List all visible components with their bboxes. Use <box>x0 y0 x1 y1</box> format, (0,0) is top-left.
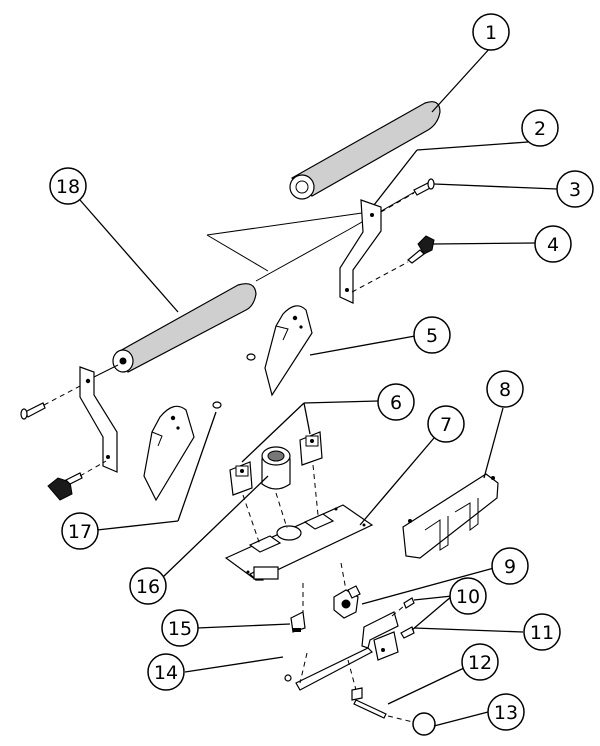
callout-label: 2 <box>534 118 546 140</box>
part-left-plate <box>143 401 222 502</box>
callout-16: 16 <box>129 567 167 605</box>
callout-11: 11 <box>523 613 561 651</box>
part-screw-left <box>20 384 83 420</box>
callout-1: 1 <box>472 13 510 51</box>
callout-6: 6 <box>377 383 415 421</box>
part-right-bracket <box>339 199 382 304</box>
callout-label: 16 <box>136 576 160 598</box>
callout-15: 15 <box>161 609 199 647</box>
part-round-meter <box>261 446 291 529</box>
callout-17: 17 <box>61 512 99 550</box>
callout-10: 10 <box>449 577 487 615</box>
part-screw-top <box>380 178 435 213</box>
callout-label: 14 <box>154 662 178 684</box>
callout-4: 4 <box>534 225 572 263</box>
callout-label: 18 <box>56 176 80 198</box>
callout-9: 9 <box>491 547 529 585</box>
part-lower-roller <box>112 283 257 373</box>
callout-5: 5 <box>413 316 451 354</box>
callout-label: 8 <box>499 379 511 401</box>
callout-label: 9 <box>504 556 516 578</box>
part-cover-plate <box>402 473 499 559</box>
callout-2: 2 <box>521 109 559 147</box>
callout-13: 13 <box>487 693 525 731</box>
callout-label: 13 <box>494 702 518 724</box>
callout-label: 10 <box>456 586 480 608</box>
callout-7: 7 <box>427 405 465 443</box>
callout-18: 18 <box>49 167 87 205</box>
part-left-bracket <box>79 366 118 473</box>
part-mounting-bracket <box>284 611 399 691</box>
part-key-switch <box>333 562 361 619</box>
part-micro-switch <box>290 583 306 633</box>
callout-14: 14 <box>147 653 185 691</box>
callout-12: 12 <box>461 643 499 681</box>
callout-label: 4 <box>547 234 559 256</box>
part-thumb-knob-right <box>351 235 435 293</box>
part-upper-roller <box>289 101 441 200</box>
callout-label: 17 <box>68 521 92 543</box>
callout-label: 1 <box>485 22 497 44</box>
part-rod-ball <box>351 687 436 736</box>
callout-8: 8 <box>486 370 524 408</box>
part-control-panel <box>224 504 374 581</box>
callout-label: 6 <box>390 392 402 414</box>
callout-label: 3 <box>569 179 581 201</box>
callout-3: 3 <box>556 170 594 208</box>
leader-lines <box>79 46 558 727</box>
callout-label: 12 <box>468 652 492 674</box>
callout-label: 15 <box>168 618 192 640</box>
part-switches <box>229 431 323 546</box>
part-thumb-knob-left <box>47 460 107 501</box>
callout-label: 5 <box>426 325 438 347</box>
part-right-plate <box>246 305 313 397</box>
callout-label: 7 <box>440 414 452 436</box>
part-screws-small <box>391 597 415 639</box>
callout-label: 11 <box>530 622 554 644</box>
